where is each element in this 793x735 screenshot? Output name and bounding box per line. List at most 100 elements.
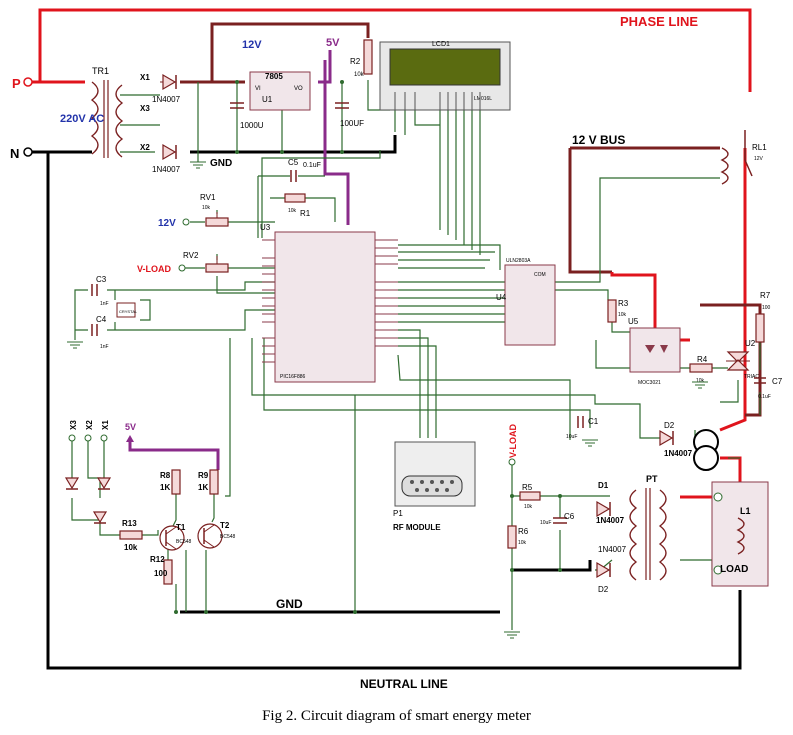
x3-label: X3 bbox=[140, 104, 150, 113]
terminal-p-label: P bbox=[12, 76, 21, 91]
lcd-label: LCD1 bbox=[432, 41, 450, 48]
u1-label: U1 bbox=[262, 95, 273, 104]
microcontroller-u3: U3 PIC16F886 bbox=[260, 223, 398, 383]
diode-d1-pt: D1 1N4007 bbox=[596, 481, 625, 525]
svg-text:10k: 10k bbox=[202, 205, 211, 211]
potentiometer-rv2: RV2 bbox=[183, 251, 229, 273]
terminal-n: N bbox=[10, 146, 33, 161]
svg-text:10k: 10k bbox=[124, 543, 138, 552]
svg-text:R5: R5 bbox=[522, 483, 533, 492]
svg-text:100UF: 100UF bbox=[340, 119, 364, 128]
svg-text:P1: P1 bbox=[393, 509, 403, 518]
regulator-u1: 7805 VI VO U1 bbox=[249, 71, 311, 111]
diode-rect-bottom: 1N4007 bbox=[152, 143, 181, 174]
svg-text:1K: 1K bbox=[160, 483, 170, 492]
svg-text:D2: D2 bbox=[664, 421, 675, 430]
lcd-part-label: LM016L bbox=[474, 96, 492, 102]
phase-line-label: PHASE LINE bbox=[620, 14, 698, 29]
phase-line-wire bbox=[30, 8, 752, 92]
svg-text:L1: L1 bbox=[740, 506, 751, 516]
resistor-r3: R3 10k bbox=[607, 299, 629, 323]
resistor-r12: R12 100 bbox=[150, 555, 173, 585]
svg-text:RL1: RL1 bbox=[752, 143, 767, 152]
svg-text:0.1uF: 0.1uF bbox=[758, 394, 771, 400]
u4-part-label: ULN2803A bbox=[506, 258, 531, 264]
svg-text:R2: R2 bbox=[350, 57, 361, 66]
svg-text:D1: D1 bbox=[598, 481, 609, 490]
resistor-r7: R7 100 bbox=[755, 291, 771, 343]
svg-text:T2: T2 bbox=[220, 521, 230, 530]
transistor-t2: T2 BC548 bbox=[197, 521, 236, 549]
svg-text:1K: 1K bbox=[198, 483, 208, 492]
diodes-zero-crossing bbox=[64, 477, 112, 524]
gnd-label-top: GND bbox=[210, 158, 232, 169]
svg-text:U5: U5 bbox=[628, 317, 639, 326]
svg-text:10k: 10k bbox=[518, 540, 527, 546]
ground-symbol-crystal bbox=[67, 341, 83, 349]
ground-symbol-c1 bbox=[582, 439, 598, 447]
bus-5v-wire bbox=[128, 50, 350, 470]
v5-label: 5V bbox=[326, 37, 340, 49]
u4-label: U4 bbox=[496, 293, 507, 302]
svg-text:V-LOAD: V-LOAD bbox=[137, 264, 172, 274]
svg-text:1nF: 1nF bbox=[100, 301, 109, 307]
u3-part-label: PIC16F886 bbox=[280, 374, 306, 380]
bus-12v-label: 12 V BUS bbox=[572, 133, 625, 147]
u1-part-label: 7805 bbox=[265, 72, 283, 81]
svg-text:LOAD: LOAD bbox=[720, 564, 748, 575]
svg-text:100: 100 bbox=[762, 305, 771, 311]
svg-text:1000U: 1000U bbox=[240, 121, 264, 130]
optocoupler-u5: U5 MOC3021 bbox=[628, 317, 681, 386]
terminal-x1-bottom: X1 bbox=[100, 420, 110, 442]
svg-text:T1: T1 bbox=[176, 523, 186, 532]
triac-u2: U2 TRIAC bbox=[726, 339, 759, 380]
crystal-oscillator: CRYSTAL bbox=[116, 302, 138, 318]
input-v-load: V-LOAD bbox=[137, 264, 186, 274]
current-transformer-ct bbox=[693, 429, 719, 471]
load-box: L1 LOAD bbox=[711, 481, 769, 587]
v-load-test-point: V-LOAD bbox=[508, 423, 518, 466]
supply-5v-arrow: 5V bbox=[125, 422, 136, 442]
svg-text:10k: 10k bbox=[618, 312, 627, 318]
tr1-label: TR1 bbox=[92, 66, 109, 76]
gnd-label-bottom: GND bbox=[276, 597, 303, 611]
svg-text:RF MODULE: RF MODULE bbox=[393, 523, 441, 532]
ground-symbol-rectifier bbox=[190, 161, 206, 169]
svg-text:RV1: RV1 bbox=[200, 193, 216, 202]
capacitor-c6: C6 10uF bbox=[540, 512, 575, 526]
svg-text:10k: 10k bbox=[288, 208, 297, 214]
svg-text:10k: 10k bbox=[524, 504, 533, 510]
svg-text:C6: C6 bbox=[564, 512, 575, 521]
ac-supply-label: 220V AC bbox=[60, 113, 104, 125]
svg-text:TRIAC: TRIAC bbox=[744, 374, 759, 380]
svg-text:C3: C3 bbox=[96, 275, 107, 284]
svg-text:C7: C7 bbox=[772, 377, 783, 386]
svg-text:X1: X1 bbox=[101, 420, 110, 430]
diode-d2-pt: 1N4007 D2 bbox=[596, 545, 627, 594]
svg-text:R9: R9 bbox=[198, 471, 209, 480]
figure-caption: Fig 2. Circuit diagram of smart energy m… bbox=[262, 708, 531, 724]
svg-text:10uF: 10uF bbox=[540, 520, 551, 526]
resistor-r4: R4 10k bbox=[689, 355, 713, 384]
svg-text:R1: R1 bbox=[300, 209, 311, 218]
neutral-line-label: NEUTRAL LINE bbox=[360, 677, 448, 691]
svg-text:1N4007: 1N4007 bbox=[152, 95, 181, 104]
diode-rect-top: 1N4007 bbox=[152, 73, 181, 104]
svg-text:C1: C1 bbox=[588, 417, 599, 426]
terminal-n-label: N bbox=[10, 146, 19, 161]
svg-text:U2: U2 bbox=[745, 339, 756, 348]
svg-text:VI: VI bbox=[255, 86, 261, 92]
capacitor-1000u: 1000U bbox=[230, 102, 264, 130]
neutral-line-wire bbox=[30, 150, 742, 670]
svg-text:CRYSTAL: CRYSTAL bbox=[119, 309, 138, 314]
resistor-r5: R5 10k bbox=[519, 483, 541, 510]
svg-text:BC548: BC548 bbox=[176, 539, 192, 545]
svg-text:C5: C5 bbox=[288, 158, 299, 167]
rf-module-connector: P1 RF MODULE bbox=[393, 441, 476, 532]
svg-text:1N4007: 1N4007 bbox=[152, 165, 181, 174]
resistor-r6: R6 10k bbox=[507, 525, 529, 549]
capacitor-c3: C3 1nF bbox=[91, 275, 109, 307]
resistor-r8: R8 1K bbox=[160, 469, 181, 495]
resistor-r9: R9 1K bbox=[198, 469, 219, 495]
